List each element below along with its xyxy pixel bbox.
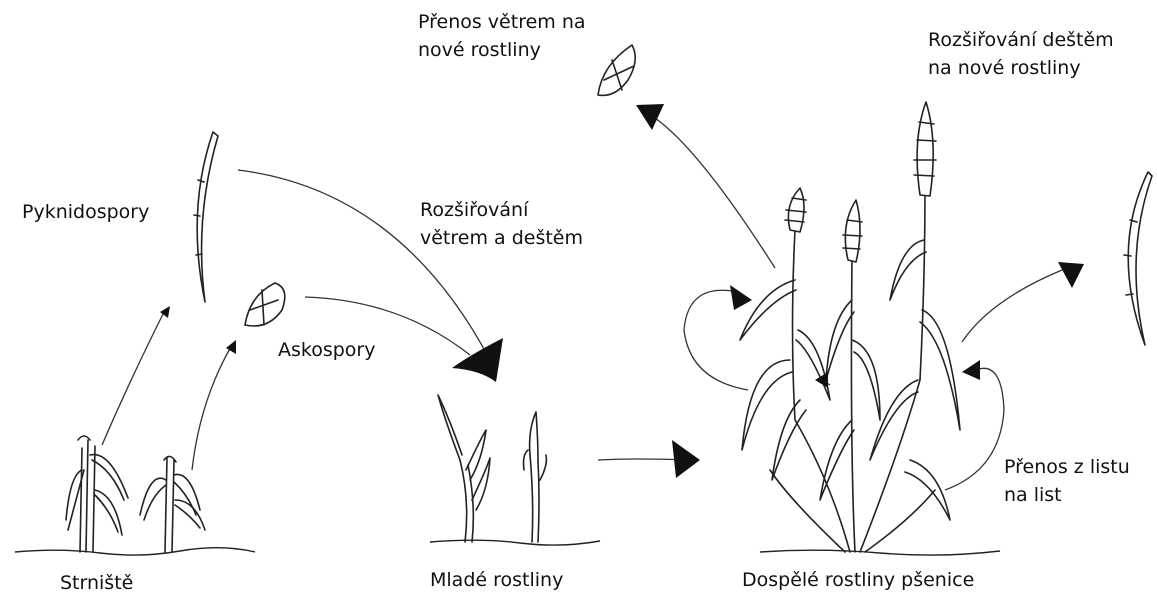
- pycnidiospore-shape: [194, 132, 218, 302]
- label-pycnidiospores: Pyknidospory: [22, 198, 149, 226]
- label-leaf-to-leaf: Přenos z listu na list: [1004, 453, 1130, 509]
- arrow-leaf-to-leaf-right: [945, 368, 1004, 490]
- label-young-plants: Mladé rostliny: [430, 566, 563, 594]
- mature-wheat-illustration: [740, 102, 1000, 555]
- arrow-wind-to-new-plants: [655, 118, 775, 268]
- label-wind-rain-spread: Rozšiřování větrem a deštěm: [420, 196, 583, 252]
- label-rain-spread: Rozšiřování deštěm na nové rostliny: [928, 26, 1114, 82]
- ascospore-shape: [245, 283, 285, 326]
- rain-pycnidiospore-shape: [1124, 172, 1152, 345]
- young-plants-illustration: [430, 395, 600, 545]
- arrow-rain-to-new-plants: [962, 270, 1062, 342]
- big-arrowhead: [452, 338, 503, 382]
- arrow-stubble-to-ascospore: [192, 345, 232, 470]
- arrow-stubble-to-pycnidiospore: [102, 310, 165, 445]
- stubble-illustration: [15, 436, 255, 555]
- label-wind-transfer: Přenos větrem na nové rostliny: [418, 8, 586, 64]
- label-mature-plants: Dospělé rostliny pšenice: [742, 566, 974, 594]
- label-stubble: Strniště: [60, 569, 133, 597]
- arrows: [102, 104, 1084, 490]
- wind-spore-shape: [598, 45, 635, 95]
- label-ascospores: Askospory: [278, 336, 376, 364]
